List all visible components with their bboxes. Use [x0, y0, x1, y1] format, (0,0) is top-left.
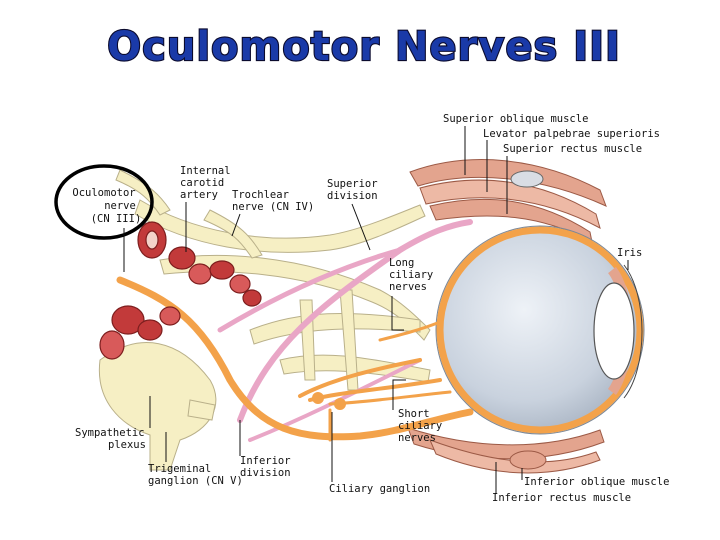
label-superior-rectus: Superior rectus muscle [503, 143, 642, 155]
label-inferior-oblique: Inferior oblique muscle [524, 476, 669, 488]
highlight-circle [54, 164, 154, 240]
label-trochlear-line2: nerve (CN IV) [232, 201, 314, 213]
label-sympathetic-line2: plexus [108, 439, 146, 451]
label-trigeminal-line2: ganglion (CN V) [148, 475, 243, 487]
label-superior-oblique: Superior oblique muscle [443, 113, 588, 125]
label-oculomotor-line2: nerve [104, 200, 136, 212]
label-short-ciliary-line3: nerves [398, 432, 436, 444]
ciliary-ganglion [312, 392, 346, 410]
leader-lines [123, 126, 629, 494]
label-trigeminal-line1: Trigeminal [148, 463, 211, 475]
pink-nerves [217, 219, 473, 442]
label-superior-division-line1: Superior [327, 178, 378, 190]
trochlea [510, 170, 544, 188]
label-oculomotor-line3: (CN III) [91, 213, 142, 225]
label-carotid-line1: Internal [180, 165, 231, 177]
label-ciliary-ganglion: Ciliary ganglion [329, 483, 430, 495]
label-inferior-division-line1: Inferior [240, 455, 291, 467]
label-inferior-division-line2: division [240, 467, 291, 479]
page-title: Oculomotor Nerves III [107, 24, 621, 70]
lens [593, 282, 635, 380]
label-long-ciliary-line1: Long [389, 257, 414, 269]
label-carotid-line2: carotid [180, 177, 224, 189]
labels: Oculomotor nerve (CN III) Internal carot… [72, 113, 669, 504]
label-levator: Levator palpebrae superioris [483, 128, 660, 140]
label-oculomotor-line1: Oculomotor [72, 187, 135, 199]
label-short-ciliary-line1: Short [398, 408, 430, 420]
label-short-ciliary-line2: ciliary [398, 420, 442, 432]
internal-carotid-artery [99, 221, 262, 360]
label-carotid-line3: artery [180, 189, 218, 201]
superior-muscles [409, 159, 607, 243]
inferior-muscles [407, 427, 605, 474]
label-trochlear-line1: Trochlear [232, 189, 289, 201]
label-sympathetic-line1: Sympathetic [75, 427, 145, 439]
label-inferior-rectus: Inferior rectus muscle [492, 492, 631, 504]
label-long-ciliary-line3: nerves [389, 281, 427, 293]
eyeball [435, 225, 645, 435]
label-iris: Iris [617, 247, 642, 259]
label-superior-division-line2: division [327, 190, 378, 202]
label-long-ciliary-line2: ciliary [389, 269, 433, 281]
